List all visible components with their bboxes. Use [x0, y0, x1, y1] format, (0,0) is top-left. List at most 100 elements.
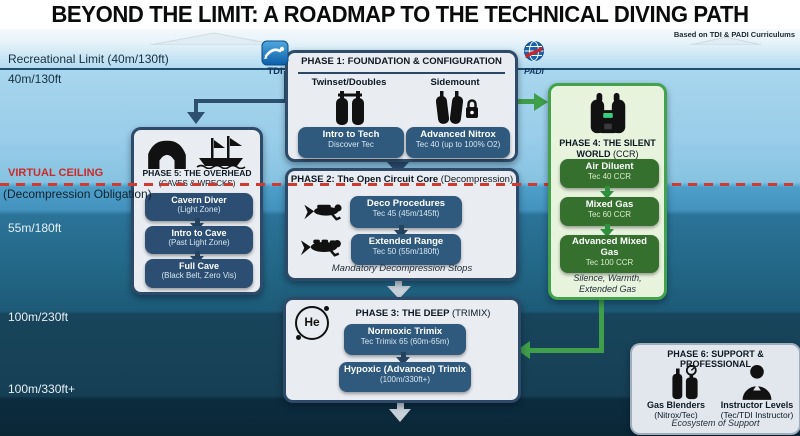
support-role-gas-blenders: Gas Blenders (Nitrox/Tec) — [634, 400, 718, 420]
phase3-title-paren: (TRIMIX) — [451, 308, 491, 319]
course-detail: Tec 100 CCR — [585, 258, 634, 267]
phase1-box: PHASE 1: FOUNDATION & CONFIGURATION Twin… — [285, 50, 518, 162]
course-detail: Discover Tec — [328, 140, 374, 149]
course-name: Cavern Diver — [171, 195, 227, 205]
course-detail: Tec 50 (55m/180ft) — [372, 247, 440, 256]
phase4-title-paren: (CCR) — [613, 148, 639, 159]
padi-logo-icon: PADI — [524, 41, 544, 76]
role-detail: (Nitrox/Tec) — [654, 410, 698, 420]
arrowhead-continue-down — [389, 409, 411, 422]
tdi-logo: TDI — [259, 40, 291, 81]
course-detail: (Light Zone) — [177, 205, 221, 214]
phase1-column-twinset: Twinset/Doubles — [311, 77, 387, 88]
label-depth-40m: 40m/130ft — [8, 72, 62, 86]
phase6-footnote: Ecosystem of Support — [671, 418, 760, 428]
course-name: Mixed Gas — [585, 199, 634, 210]
label-depth-100m-330ft: 100m/330ft+ — [8, 382, 76, 396]
tdi-logo-text: TDI — [267, 66, 282, 76]
course-pill-extended-range: Extended Range Tec 50 (55m/180ft) — [351, 234, 461, 265]
deco-diver-icon — [304, 204, 342, 221]
arrowhead-to-phase5 — [187, 112, 205, 124]
connector-phase3-continue — [397, 396, 404, 410]
label-virtual-ceiling: VIRTUAL CEILING — [8, 167, 104, 179]
course-name: Advanced Nitrox — [420, 129, 496, 140]
helium-symbol: He — [304, 315, 320, 329]
phase3-title-main: PHASE 3: THE DEEP — [355, 308, 450, 319]
phase3-title: PHASE 3: THE DEEP (TRIMIX) — [332, 308, 514, 319]
course-name: Air Diluent — [585, 161, 634, 172]
course-name: Deco Procedures — [366, 198, 446, 209]
connector-phase1-to-phase4 — [514, 99, 537, 104]
cave-arch-icon — [148, 140, 186, 169]
helium-atom-icon: He — [295, 306, 329, 340]
connector-phase4-to-phase3 — [599, 293, 604, 351]
course-pill-deco-procedures: Deco Procedures Tec 45 (45m/145ft) — [350, 196, 462, 228]
instructor-person-icon — [742, 365, 772, 400]
phase2-title-main: PHASE 2: The Open Circuit Core — [290, 174, 439, 185]
course-pill-normoxic-trimix: Normoxic Trimix Tec Trimix 65 (60m-65m) — [344, 324, 466, 355]
role-name: Instructor Levels — [720, 400, 794, 410]
connector-phase2-to-phase3 — [395, 275, 402, 287]
course-name: Intro to Cave — [171, 228, 227, 238]
label-recreational-limit: Recreational Limit (40m/130ft) — [8, 52, 169, 66]
down-arrow-icon — [600, 186, 614, 199]
phase5-box: PHASE 5: THE OVERHEAD (CAVES & WRECKS) C… — [131, 127, 263, 295]
arrowhead-to-phase4 — [534, 93, 548, 111]
sidemount-cylinders-icon — [435, 91, 478, 124]
phase4-title-main: PHASE 4: THE SILENT WORLD — [559, 138, 656, 159]
role-name: Gas Blenders — [646, 400, 706, 410]
page-title: BEYOND THE LIMIT: A ROADMAP TO THE TECHN… — [51, 1, 749, 27]
course-pill-hypoxic-trimix: Hypoxic (Advanced) Trimix (100m/330ft+) — [339, 362, 471, 392]
phase6-title: PHASE 6: SUPPORT & PROFESSIONAL — [667, 349, 764, 369]
phase4-title: PHASE 4: THE SILENT WORLD (CCR) — [553, 138, 662, 159]
attribution-note: Based on TDI & PADI Curriculums — [673, 30, 795, 39]
connector-phase1-to-phase5 — [194, 99, 286, 103]
phase1-header-divider — [298, 72, 505, 74]
virtual-ceiling-dashed-line — [0, 183, 800, 186]
course-pill-full-cave: Full Cave (Black Belt, Zero Vis) — [145, 259, 253, 288]
phase1-title: PHASE 1: FOUNDATION & CONFIGURATION — [301, 56, 502, 67]
twinset-cylinders-icon — [336, 91, 364, 125]
phase2-footnote: Mandatory Decompression Stops — [331, 263, 473, 274]
course-pill-air-diluent: Air Diluent Tec 40 CCR — [560, 159, 659, 188]
phase2-title: PHASE 2: The Open Circuit Core (Decompre… — [288, 174, 516, 185]
course-detail: Tec Trimix 65 (60m-65m) — [360, 337, 450, 346]
phase3-box: He PHASE 3: THE DEEP (TRIMIX) Normoxic T… — [283, 297, 521, 403]
mountain-silhouette — [149, 32, 763, 45]
course-detail: (Black Belt, Zero Vis) — [161, 271, 237, 280]
label-decompression-obligation: (Decompression Obligation) — [3, 187, 152, 201]
phase5-title-main: PHASE 5: THE OVERHEAD — [142, 168, 252, 178]
course-pill-intro-to-tech: Intro to Tech Discover Tec — [298, 127, 404, 158]
course-detail: Tec 40 (up to 100% O2) — [415, 140, 501, 149]
course-pill-mixed-gas: Mixed Gas Tec 60 CCR — [560, 197, 659, 226]
tdi-logo-icon: TDI — [261, 40, 289, 77]
shipwreck-icon — [196, 136, 246, 169]
course-name: Full Cave — [178, 261, 219, 271]
arrowhead-to-phase3 — [387, 286, 411, 299]
connector-phase1-to-phase5 — [194, 99, 198, 114]
gas-blender-icon — [672, 364, 698, 400]
stage-diver-icon — [300, 239, 341, 257]
title-bar: BEYOND THE LIMIT: A ROADMAP TO THE TECHN… — [0, 0, 800, 29]
connector-phase4-to-phase3 — [529, 348, 604, 353]
padi-logo-text: PADI — [524, 66, 544, 76]
course-pill-advanced-nitrox: Advanced Nitrox Tec 40 (up to 100% O2) — [406, 127, 510, 158]
label-depth-55m: 55m/180ft — [8, 221, 62, 235]
course-name: Advanced Mixed Gas — [572, 236, 647, 258]
rebreather-icon — [590, 92, 626, 134]
course-detail: Tec 45 (45m/145ft) — [372, 209, 440, 218]
phase4-footnote: Silence, Warmth, Extended Gas — [573, 273, 642, 294]
phase2-title-paren: (Decompression) — [440, 174, 514, 185]
phase4-box: PHASE 4: THE SILENT WORLD (CCR) Air Dilu… — [548, 83, 667, 300]
course-name: Intro to Tech — [322, 129, 380, 140]
course-detail: Tec 40 CCR — [587, 172, 632, 181]
label-depth-100m-230ft: 100m/230ft — [8, 310, 69, 324]
padi-logo: PADI — [518, 40, 550, 81]
course-pill-advanced-mixed-gas: Advanced Mixed Gas Tec 100 CCR — [560, 235, 659, 273]
down-arrow-icon — [600, 224, 614, 237]
course-pill-intro-to-cave: Intro to Cave (Past Light Zone) — [145, 226, 253, 254]
course-detail: (100m/330ft+) — [379, 375, 431, 384]
support-role-instructor-levels: Instructor Levels (Tec/TDI Instructor) — [718, 400, 796, 420]
course-name: Hypoxic (Advanced) Trimix — [344, 364, 466, 375]
